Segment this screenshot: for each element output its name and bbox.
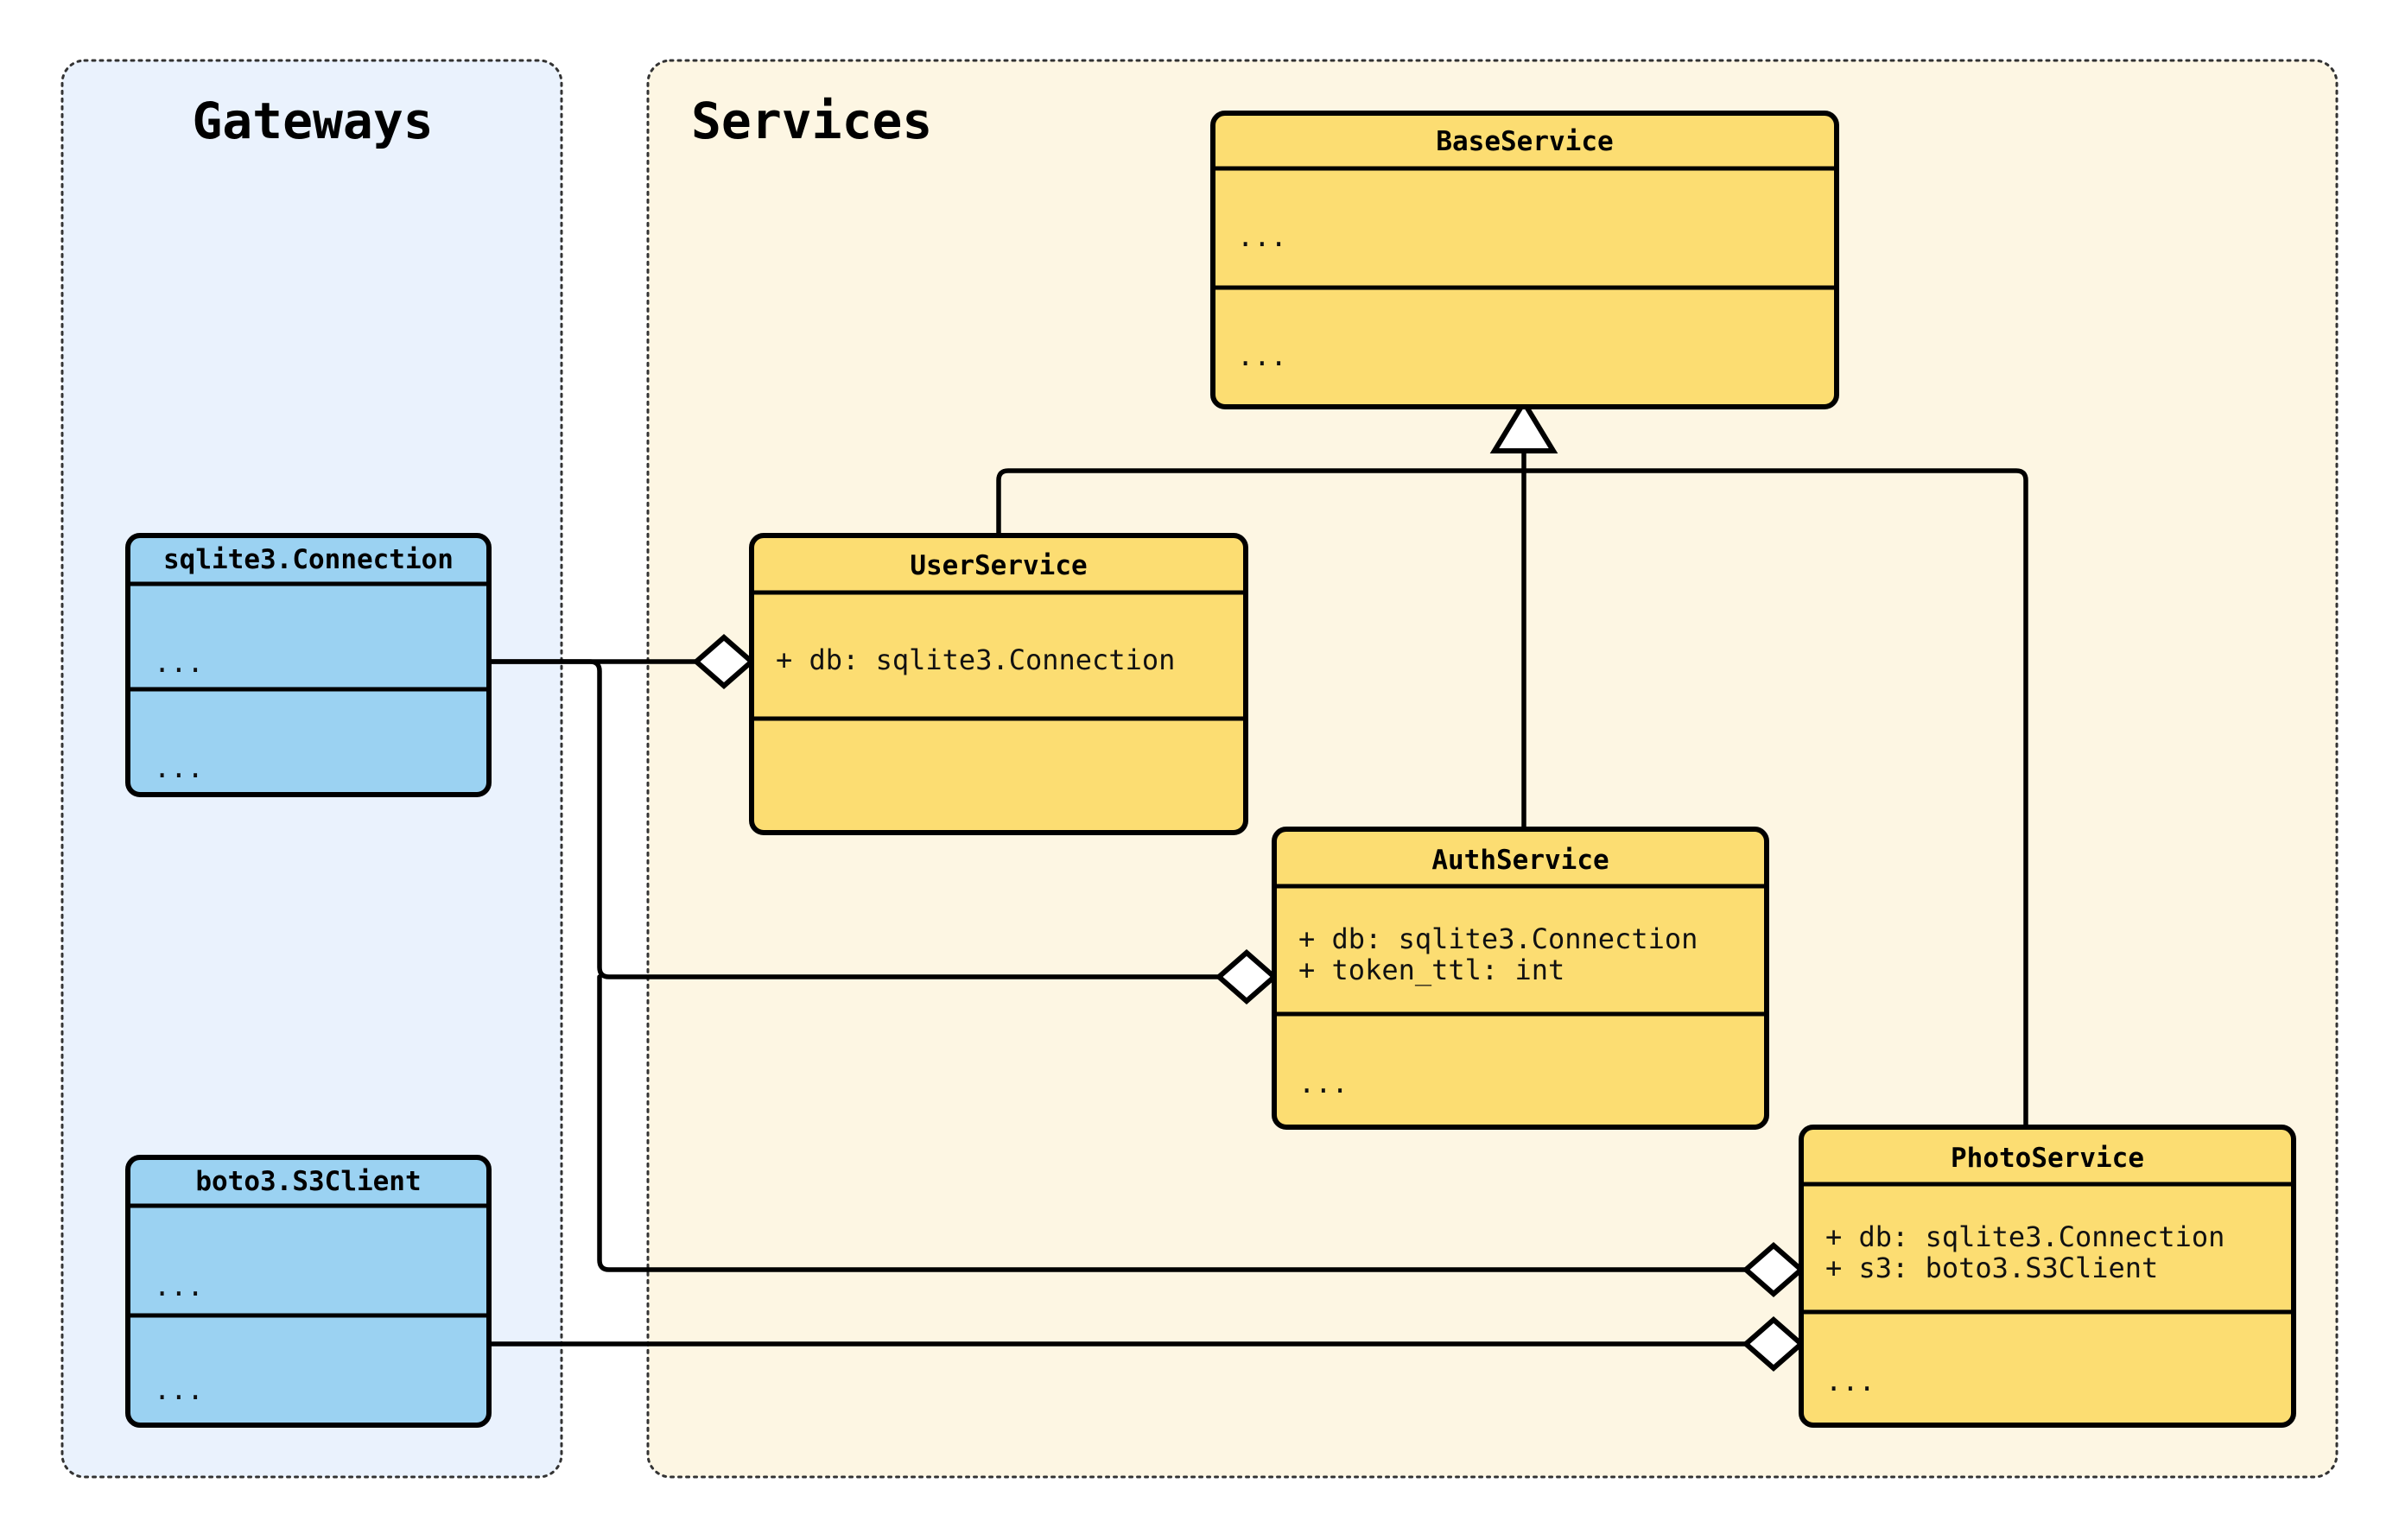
aggregation-trunk-sqlite[interactable] xyxy=(486,659,1226,979)
class-attribute: + db: sqlite3.Connection xyxy=(1298,922,1698,955)
class-method: ... xyxy=(154,1373,204,1406)
class-method: ... xyxy=(1298,1067,1349,1100)
class-box-user-service xyxy=(749,533,1248,835)
class-attribute: ... xyxy=(1237,220,1287,253)
class-attribute: ... xyxy=(154,1270,204,1302)
package-services[interactable]: Services xyxy=(646,59,2339,1479)
class-attribute: + db: sqlite3.Connection xyxy=(1825,1220,2224,1253)
class-title-base-service: BaseService xyxy=(1436,126,1613,157)
class-node-auth-service[interactable]: AuthService + db: sqlite3.Connection + t… xyxy=(1272,827,1769,1130)
class-attribute: ... xyxy=(154,646,204,679)
class-box-photo-service xyxy=(1799,1125,2296,1428)
class-box-base-service xyxy=(1210,111,1839,409)
inheritance-edge-photoservice[interactable] xyxy=(1522,468,2028,1130)
class-attribute: + token_ttl: int xyxy=(1298,954,1564,986)
class-method: ... xyxy=(1825,1365,1875,1397)
package-services-title: Services xyxy=(691,92,932,150)
aggregation-diamond-photoservice-db xyxy=(1742,1242,1806,1297)
class-node-base-service[interactable]: BaseService ... ... xyxy=(1210,111,1839,409)
inheritance-edge-userservice[interactable] xyxy=(996,468,1527,538)
class-title-user-service: UserService xyxy=(910,550,1087,581)
class-attribute: + db: sqlite3.Connection xyxy=(776,643,1175,676)
aggregation-edge-sqlite-photoservice[interactable] xyxy=(597,974,1753,1272)
class-title-sqlite3-connection: sqlite3.Connection xyxy=(163,544,454,575)
class-box-auth-service xyxy=(1272,827,1769,1130)
class-title-boto3-s3client: boto3.S3Client xyxy=(195,1166,421,1197)
class-node-boto3-s3client[interactable]: boto3.S3Client ... ... xyxy=(125,1155,492,1428)
aggregation-diamond-photoservice-s3 xyxy=(1742,1316,1806,1372)
class-box-boto3-s3client xyxy=(125,1155,492,1428)
aggregation-diamond-authservice xyxy=(1215,949,1279,1004)
aggregation-diamond-userservice xyxy=(692,634,756,689)
package-services-rect xyxy=(646,59,2339,1479)
class-node-sqlite3-connection[interactable]: sqlite3.Connection ... ... xyxy=(125,533,492,797)
inheritance-triangle-icon xyxy=(1489,397,1558,453)
package-gateways-title: Gateways xyxy=(192,92,433,150)
class-title-photo-service: PhotoService xyxy=(1951,1143,2144,1174)
class-attribute: + s3: boto3.S3Client xyxy=(1825,1252,2158,1284)
class-title-auth-service: AuthService xyxy=(1431,845,1609,876)
class-node-user-service[interactable]: UserService + db: sqlite3.Connection xyxy=(749,533,1248,835)
relationship-edges xyxy=(486,397,2028,1372)
class-box-sqlite3-connection xyxy=(125,533,492,797)
class-method: ... xyxy=(1237,339,1287,372)
class-method: ... xyxy=(154,751,204,784)
class-node-photo-service[interactable]: PhotoService + db: sqlite3.Connection + … xyxy=(1799,1125,2296,1428)
